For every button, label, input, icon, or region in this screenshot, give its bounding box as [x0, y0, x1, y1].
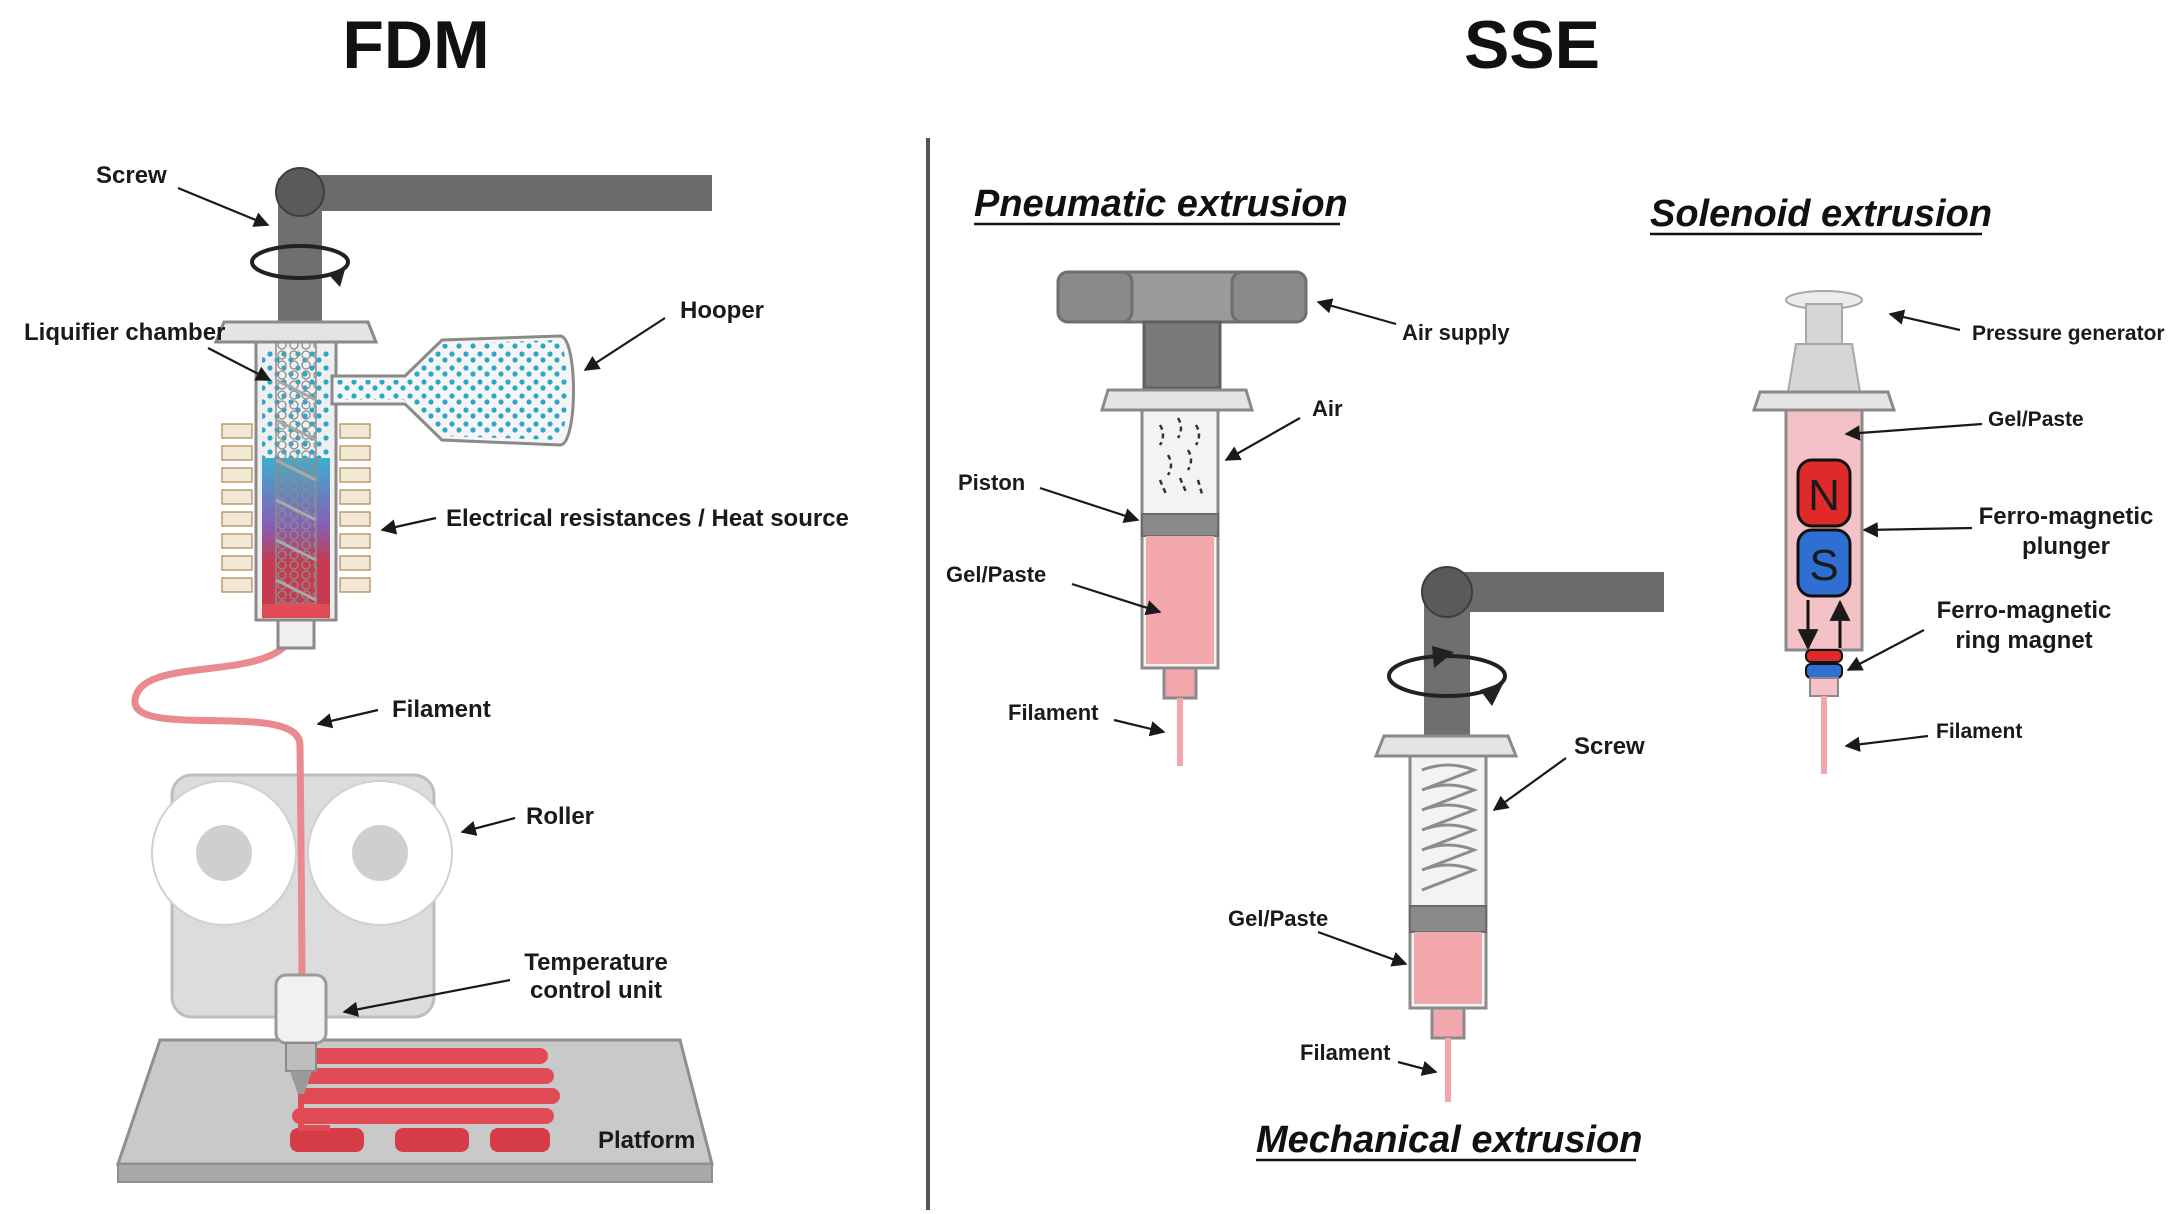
pneumatic-arrow-piston [1039, 486, 1140, 524]
mechanical-label-gel: Gel/Paste [1228, 906, 1328, 931]
solenoid-arrow-pressure [1888, 309, 1961, 332]
screw-joint [275, 167, 325, 217]
solenoid-label-plunger-1: Ferro-magnetic [1979, 503, 2154, 530]
south-pole-label: S [1809, 541, 1838, 590]
fdm-arrow-hooper [583, 317, 666, 371]
mechanical-label-filament: Filament [1300, 1040, 1391, 1065]
solenoid-arrow-filament [1844, 734, 1929, 752]
pneumatic-label-filament: Filament [1008, 700, 1099, 725]
temperature-control-unit [274, 973, 328, 1045]
pneumatic-label-piston: Piston [958, 470, 1025, 495]
heater-pads-left [221, 423, 253, 593]
fdm-label-roller: Roller [526, 803, 594, 830]
pneumatic-label-air: Air [1312, 396, 1343, 421]
pneumatic-arrow-filament [1113, 718, 1166, 737]
mechanical-title: Mechanical extrusion [1256, 1119, 1642, 1161]
pneumatic-syringe [1056, 270, 1308, 766]
solenoid-arrow-ring [1846, 629, 1925, 671]
fdm-label-temp-2: control unit [530, 977, 662, 1004]
fdm-label-liquifier: Liquifier chamber [24, 319, 225, 346]
solenoid-label-ring-2: ring magnet [1955, 627, 2092, 654]
solenoid-title: Solenoid extrusion [1650, 193, 1992, 235]
mechanical-arrow-screw [1492, 757, 1567, 811]
fdm-arrow-liquifier [207, 347, 272, 381]
pneumatic-arrow-air-supply [1316, 298, 1397, 326]
heater-pads-right [339, 423, 371, 593]
sse-title: SSE [1464, 7, 1600, 83]
fdm-label-resistances: Electrical resistances / Heat source [446, 505, 849, 532]
fdm-filament [131, 616, 306, 979]
fdm-label-filament: Filament [392, 696, 491, 723]
solenoid-arrow-plunger [1862, 522, 1973, 538]
solenoid-label-filament: Filament [1936, 720, 2022, 743]
pneumatic-label-gel: Gel/Paste [946, 562, 1046, 587]
solenoid-label-pressure: Pressure generator [1972, 322, 2165, 345]
mechanical-arrow-gel [1317, 930, 1408, 967]
solenoid-label-plunger-2: plunger [2022, 533, 2110, 560]
mechanical-syringe [1373, 566, 1664, 1102]
fdm-arrow-filament [316, 708, 379, 729]
fdm-label-platform: Platform [598, 1127, 695, 1154]
fdm-arrow-temp [342, 978, 511, 1017]
north-pole-label: N [1808, 471, 1840, 520]
fdm-label-temp-1: Temperature [524, 949, 668, 976]
mechanical-arrow-filament [1397, 1060, 1438, 1076]
pneumatic-arrow-air [1224, 417, 1301, 461]
printed-object [290, 1048, 560, 1152]
mechanical-label-screw: Screw [1574, 733, 1645, 760]
fdm-arrow-resistances [380, 516, 437, 535]
solenoid-arrow-gel [1844, 422, 1983, 441]
screw-arm [300, 175, 712, 211]
solenoid-label-ring-1: Ferro-magnetic [1937, 597, 2112, 624]
liquifier-flange [213, 320, 379, 344]
fdm-printer-illustration [115, 167, 714, 1183]
pneumatic-title: Pneumatic extrusion [974, 183, 1348, 225]
solenoid-label-gel: Gel/Paste [1988, 408, 2084, 431]
fdm-label-screw: Screw [96, 162, 167, 189]
fdm-arrow-screw [177, 186, 270, 227]
auger-screw [275, 341, 317, 605]
fdm-title: FDM [342, 7, 489, 83]
fdm-arrow-roller [460, 816, 516, 836]
pneumatic-label-air-supply: Air supply [1402, 320, 1510, 345]
fdm-label-hooper: Hooper [680, 297, 764, 324]
solenoid-syringe: N S [1751, 290, 1897, 774]
pneumatic-arrow-gel [1071, 582, 1162, 616]
